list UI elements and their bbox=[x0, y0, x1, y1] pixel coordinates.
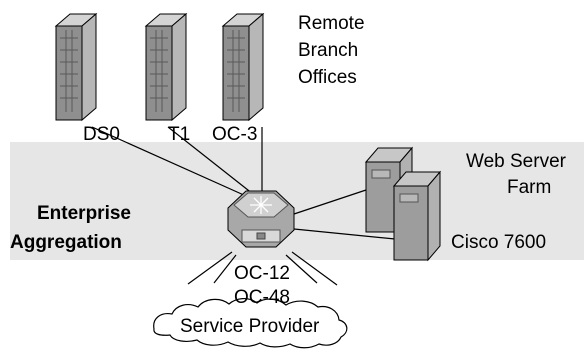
building-icon-oc3 bbox=[221, 12, 265, 122]
aggregation-label: Aggregation bbox=[10, 232, 122, 253]
service-provider-label: Service Provider bbox=[180, 316, 320, 337]
server-link-bottom bbox=[293, 228, 396, 240]
oc12-label: OC-12 bbox=[234, 263, 290, 284]
ds0-label: DS0 bbox=[83, 124, 120, 145]
sp-link-left-outer bbox=[187, 251, 233, 285]
remote-branch-label-line-1: Remote bbox=[298, 13, 365, 34]
service-provider-cloud bbox=[153, 298, 348, 349]
building-icon-t1 bbox=[144, 12, 188, 122]
t1-link bbox=[167, 126, 254, 195]
remote-branch-label-line-3: Offices bbox=[298, 67, 357, 88]
enterprise-band bbox=[10, 142, 584, 260]
t1-label: T1 bbox=[168, 124, 190, 145]
server-link-top bbox=[293, 189, 367, 215]
remote-branch-label-line-2: Branch bbox=[298, 40, 358, 61]
building-icon-ds0 bbox=[54, 12, 98, 122]
sp-link-right-outer bbox=[291, 251, 338, 286]
web-server-farm-label-line-2: Farm bbox=[507, 177, 551, 198]
server-icon-front bbox=[392, 170, 442, 262]
oc48-label: OC-48 bbox=[234, 287, 290, 308]
enterprise-label: Enterprise bbox=[37, 203, 131, 224]
sp-link-left-inner bbox=[213, 254, 237, 284]
router-icon bbox=[227, 190, 295, 248]
cisco-7600-label: Cisco 7600 bbox=[451, 232, 546, 253]
ds0-link bbox=[91, 126, 247, 197]
web-server-farm-label-line-1: Web Server bbox=[466, 151, 567, 172]
oc3-label: OC-3 bbox=[212, 124, 257, 145]
sp-link-right-inner bbox=[285, 254, 318, 284]
